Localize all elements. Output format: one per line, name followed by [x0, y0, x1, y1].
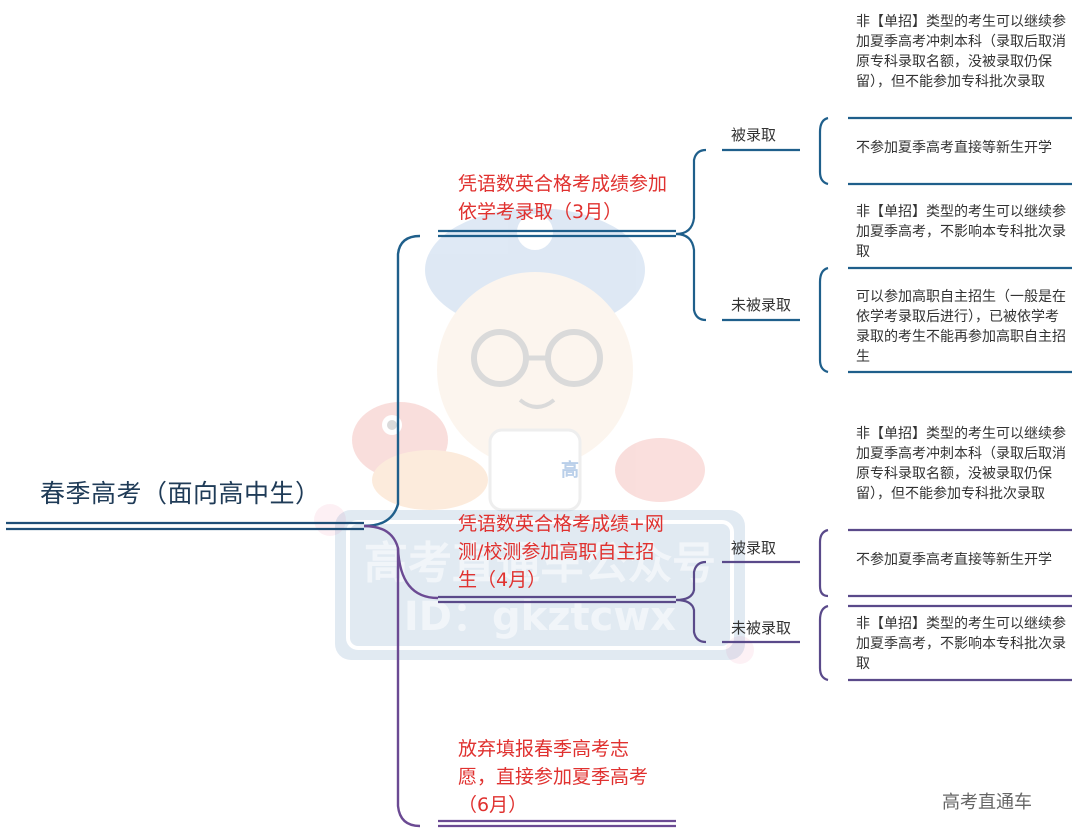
branch1-not-admitted-leaf-1: 非【单招】类型的考生可以继续参加夏季高考，不影响本专科批次录取: [856, 204, 1066, 260]
branch1-connectors: [438, 116, 1072, 374]
root-node: 春季高考（面向高中生）: [40, 479, 321, 508]
branch2-admitted-leaf-1: 非【单招】类型的考生可以继续参加夏季高考冲刺本科（录取后取消原专科录取名额，没被…: [856, 426, 1066, 502]
branch2-admitted-leaf-2: 不参加夏季高考直接等新生开学: [856, 552, 1052, 568]
branch1-admitted-leaf-1: 非【单招】类型的考生可以继续参加夏季高考冲刺本科（录取后取消原专科录取名额，没被…: [856, 14, 1066, 90]
watermark-title: 高考直通车公众号: [364, 538, 716, 589]
branch1-not-admitted-label: 未被录取: [731, 296, 792, 314]
branch1-admitted-label: 被录取: [731, 126, 777, 144]
root-underline: [6, 521, 364, 531]
branch-node-give-up-spring: 放弃填报春季高考志愿，直接参加夏季高考（6月）: [458, 738, 649, 816]
branch1-admitted-leaf-2: 不参加夏季高考直接等新生开学: [856, 140, 1052, 156]
branch2-not-admitted-leaf-1: 非【单招】类型的考生可以继续参加夏季高考，不影响本专科批次录取: [856, 616, 1066, 672]
mascot-watermark: [314, 208, 754, 664]
watermark-badge: 高: [561, 459, 579, 481]
branch1-not-admitted-leaf-2: 可以参加高职自主招生（一般是在依学考录取后进行），已被依学考录取的考生不能再参加…: [856, 289, 1066, 365]
branch-node-independent-enrollment: 凭语数英合格考成绩+网测/校测参加高职自主招生（4月）: [458, 513, 664, 591]
main-bracket: [363, 234, 439, 828]
footer-brand: 高考直通车: [942, 792, 1032, 813]
branch-node-spring-academic-test: 凭语数英合格考成绩参加依学考录取（3月）: [458, 173, 668, 223]
branch3-underline: [438, 819, 676, 828]
branch2-admitted-label: 被录取: [731, 539, 777, 557]
branch2-connectors: [438, 528, 1072, 682]
watermark-banner: [335, 510, 745, 660]
branch2-not-admitted-label: 未被录取: [731, 619, 792, 637]
